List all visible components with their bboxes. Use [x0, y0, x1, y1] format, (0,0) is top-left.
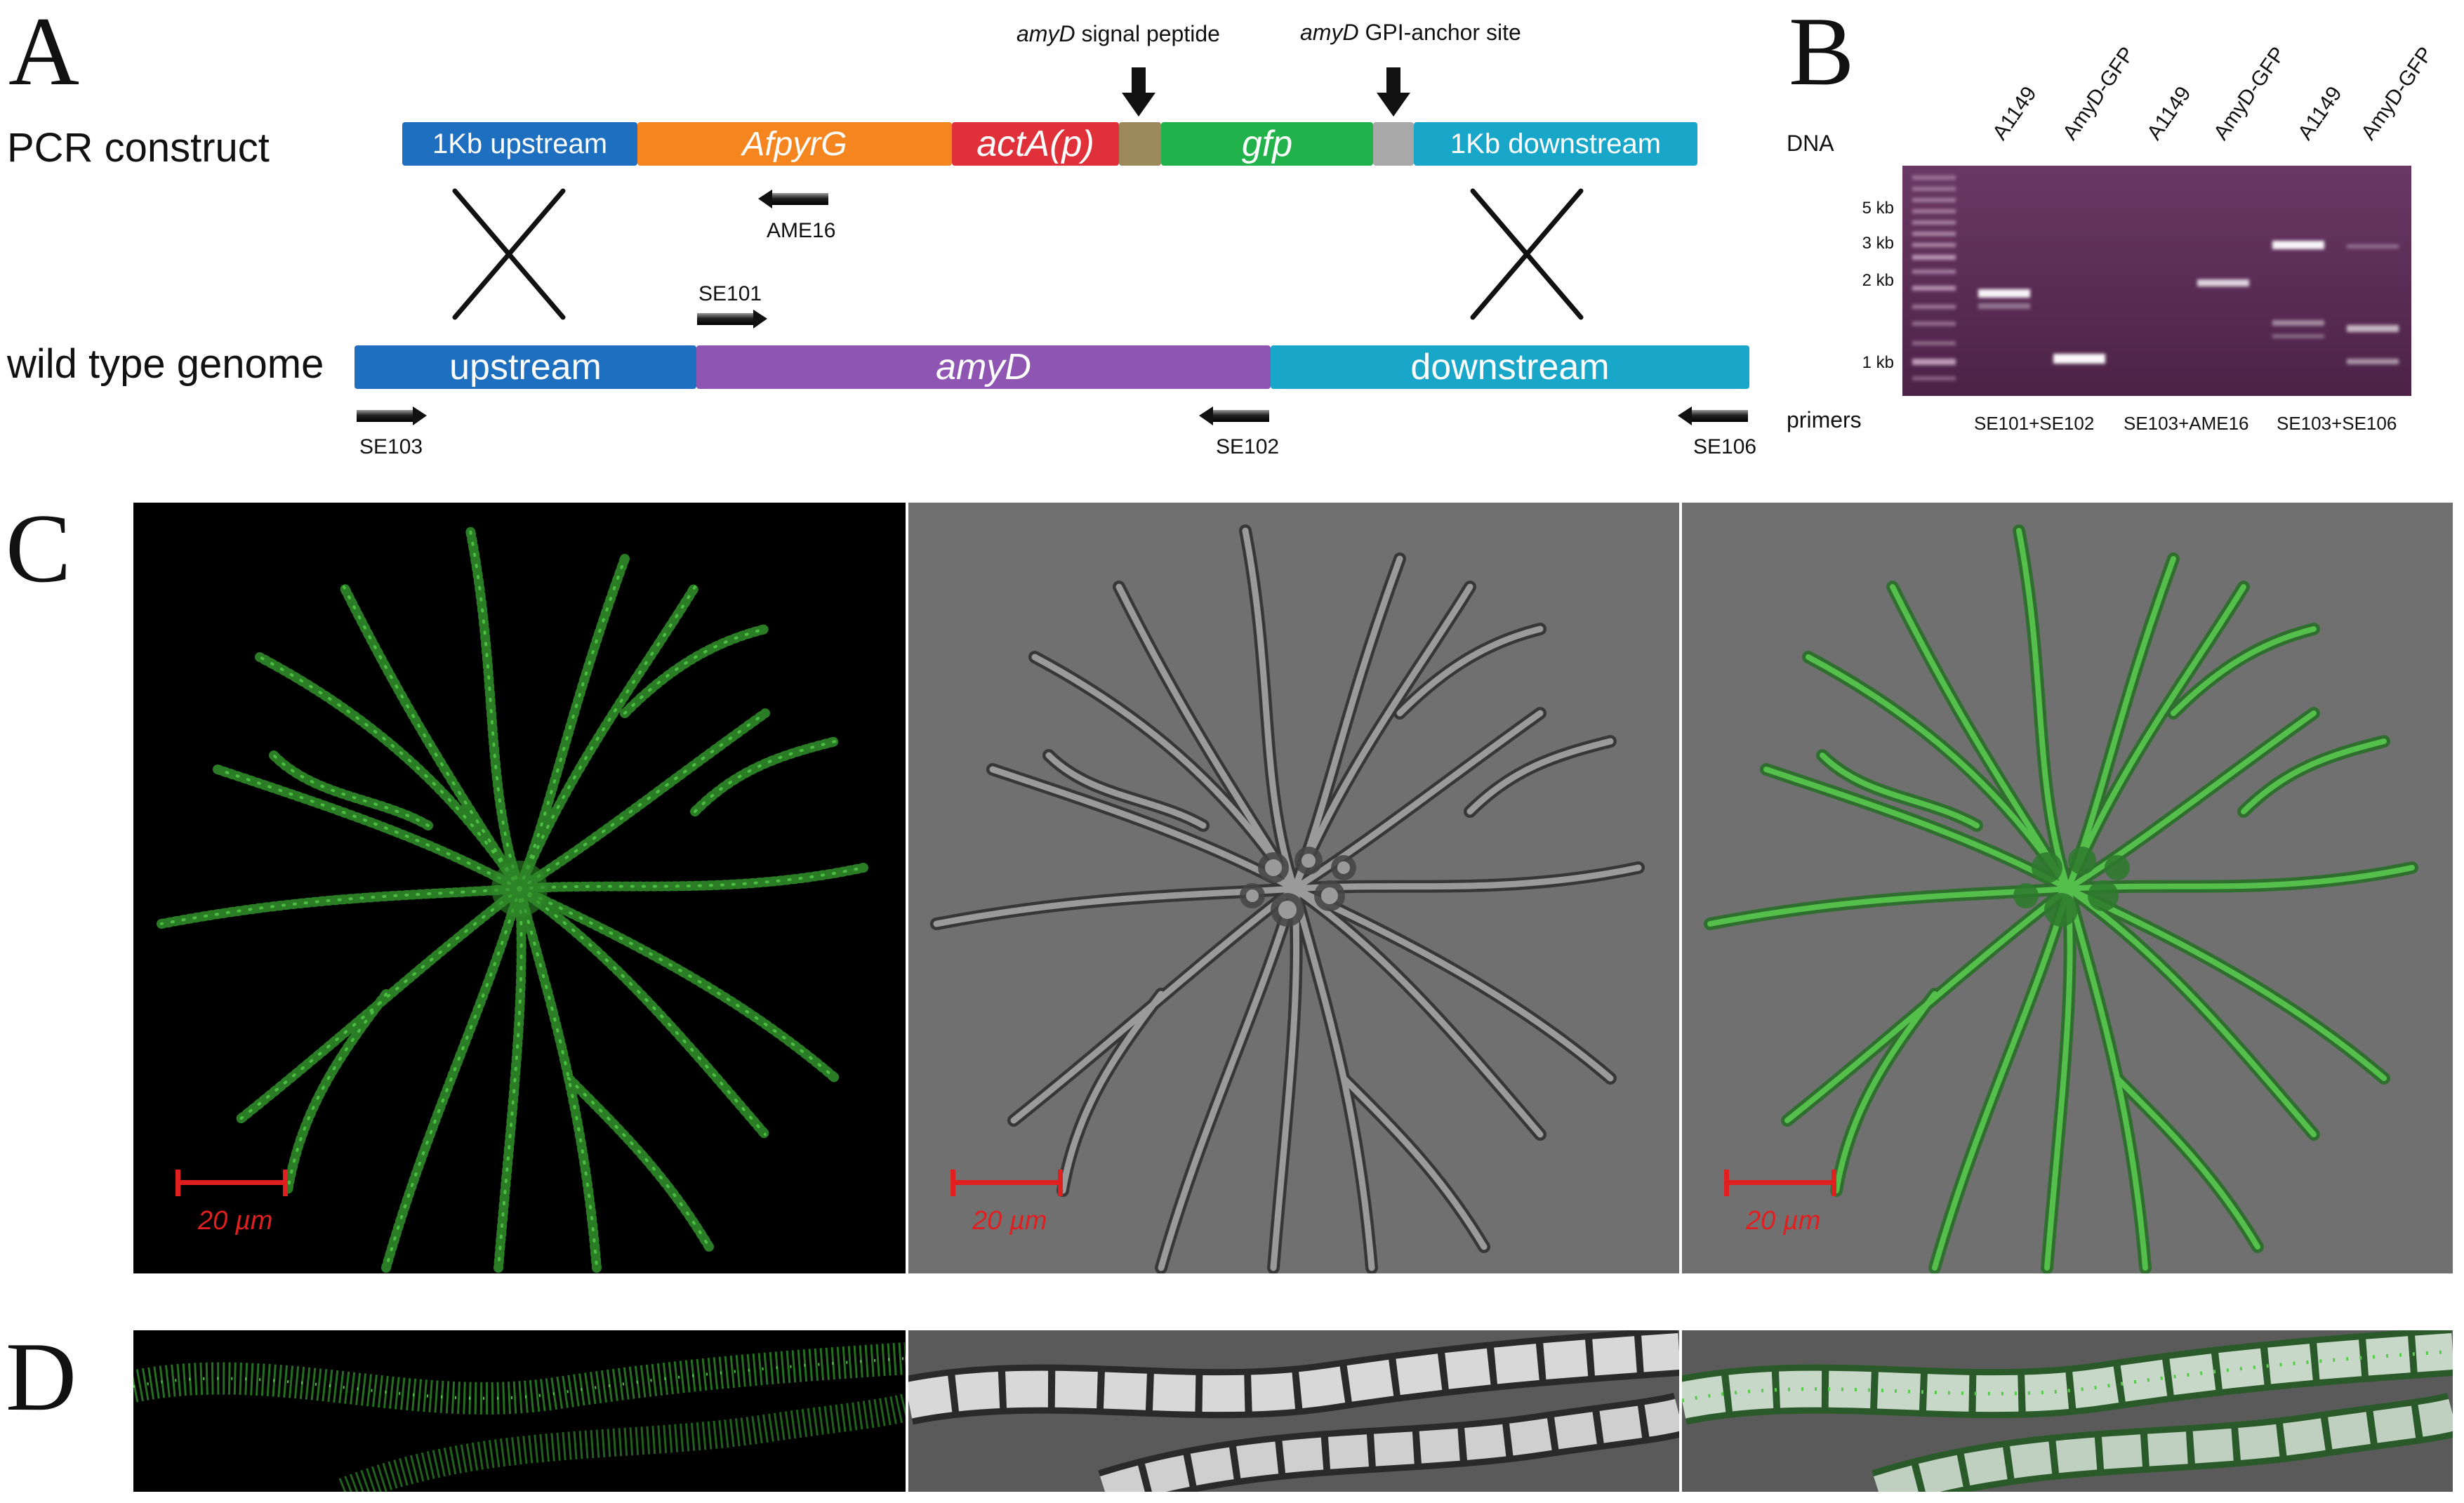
crossover-right-icon	[1470, 188, 1584, 320]
signal-peptide-callout: amyD signal peptide	[1016, 21, 1220, 46]
primer-pair-1-label: SE101+SE102	[1974, 413, 2095, 434]
micrograph-fluorescence	[133, 503, 906, 1273]
agarose-gel-image	[1902, 166, 2411, 396]
primer-ame16-arrow-icon	[758, 190, 828, 208]
construct-segment-afpyrg: AfpyrG	[637, 122, 952, 166]
gel-dna-label: DNA	[1787, 131, 1834, 156]
gel-primers-label: primers	[1787, 407, 1862, 432]
panel-a-graphics	[357, 67, 1748, 425]
lane-label-4: AmyD-GFP	[2209, 42, 2291, 145]
micrograph-brightfield	[908, 503, 1679, 1273]
construct-segment-gfp: gfp	[1161, 122, 1373, 166]
construct-segment-upstream: 1Kb upstream	[402, 122, 637, 166]
size-marker-5kb: 5 kb	[1862, 199, 1894, 218]
primer-se101-arrow-icon	[697, 310, 767, 329]
lane-label-6: AmyD-GFP	[2357, 42, 2438, 145]
panel-letter-b: B	[1789, 0, 1855, 106]
lane-label-3: A1149	[2142, 82, 2196, 145]
signal-peptide-arrow-icon	[1122, 67, 1155, 117]
construct-segment-downstream: 1Kb downstream	[1414, 122, 1697, 166]
panel-letter-c: C	[6, 494, 72, 603]
closeup-brightfield	[908, 1330, 1679, 1492]
scale-bar-label-2: 20 µm	[972, 1206, 1047, 1236]
lane-label-1: A1149	[1988, 82, 2041, 145]
primer-se103-label: SE103	[359, 435, 423, 458]
genome-segment-amyd: amyD	[696, 345, 1271, 389]
closeup-fluorescence	[133, 1330, 906, 1492]
micrograph-merge	[1682, 503, 2453, 1273]
primer-ame16-label: AME16	[767, 219, 836, 242]
panel-letter-a: A	[8, 0, 80, 106]
sample-bands	[1978, 241, 2399, 364]
gpi-anchor-arrow-icon	[1377, 67, 1410, 117]
size-marker-2kb: 2 kb	[1862, 271, 1894, 290]
gpi-anchor-callout: amyD GPI-anchor site	[1300, 20, 1521, 45]
construct-segment-signal-peptide	[1119, 122, 1161, 166]
size-marker-1kb: 1 kb	[1862, 353, 1894, 372]
scale-bar-label-1: 20 µm	[198, 1206, 273, 1236]
primer-se102-arrow-icon	[1199, 406, 1269, 425]
construct-segment-gpi-anchor	[1373, 122, 1414, 166]
primer-pair-3-label: SE103+SE106	[2277, 413, 2397, 434]
ladder-lane	[1912, 176, 1956, 380]
genome-segment-upstream: upstream	[355, 345, 696, 389]
lane-label-5: A1149	[2293, 82, 2347, 145]
primer-se103-arrow-icon	[357, 406, 427, 425]
primer-se102-label: SE102	[1216, 435, 1280, 458]
genome-segment-downstream: downstream	[1271, 345, 1749, 389]
primer-se106-arrow-icon	[1678, 406, 1748, 425]
lane-label-2: AmyD-GFP	[2058, 42, 2140, 145]
size-marker-3kb: 3 kb	[1862, 234, 1894, 253]
closeup-merge	[1682, 1330, 2453, 1492]
construct-segment-acta-promoter: actA(p)	[952, 122, 1119, 166]
crossover-left-icon	[452, 188, 566, 320]
scale-bar-label-3: 20 µm	[1746, 1206, 1821, 1236]
pcr-construct-label: PCR construct	[7, 125, 270, 171]
panel-letter-d: D	[6, 1323, 77, 1431]
primer-se101-label: SE101	[698, 282, 762, 305]
wild-type-genome-label: wild type genome	[7, 341, 324, 387]
primer-se106-label: SE106	[1693, 435, 1757, 458]
primer-pair-2-label: SE103+AME16	[2124, 413, 2249, 434]
